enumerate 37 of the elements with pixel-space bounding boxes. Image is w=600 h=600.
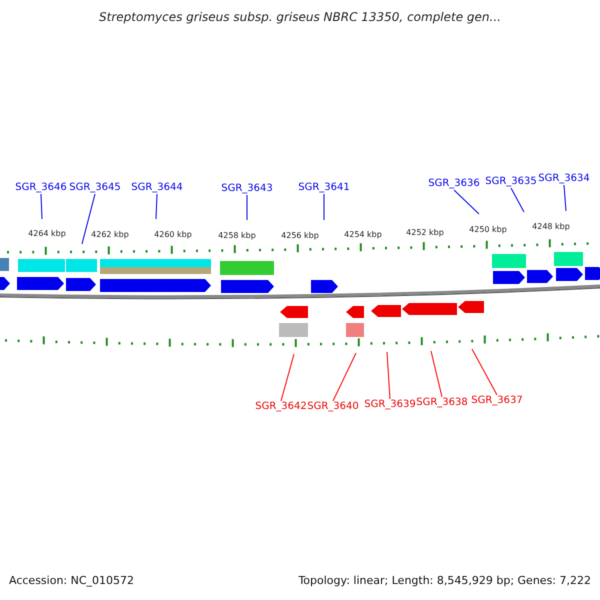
gene-label: SGR_3635 xyxy=(485,177,537,187)
scale-label: 4256 kbp xyxy=(281,232,319,240)
gene-label: SGR_3642 xyxy=(255,402,307,412)
leader-line xyxy=(332,352,356,402)
scale-label: 4252 kbp xyxy=(406,229,444,237)
scale-label: 4248 kbp xyxy=(532,223,570,231)
leader-line xyxy=(564,184,566,212)
leader-line xyxy=(430,350,442,398)
leader-line xyxy=(280,354,294,402)
gene-label: SGR_3637 xyxy=(471,396,523,406)
gene-label: SGR_3639 xyxy=(364,400,416,410)
leader-line xyxy=(246,194,248,220)
gene-label: SGR_3645 xyxy=(69,183,121,193)
title: Streptomyces griseus subsp. griseus NBRC 13350, complete gen... xyxy=(99,11,501,23)
gene-label: SGR_3644 xyxy=(131,183,183,193)
scale-label: 4260 kbp xyxy=(154,231,192,239)
leader-line xyxy=(454,190,480,214)
gene-label: SGR_3638 xyxy=(416,398,468,408)
gene-label: SGR_3634 xyxy=(538,174,590,184)
leader-line xyxy=(510,188,524,212)
leader-line xyxy=(386,352,390,400)
leader-line xyxy=(40,194,42,220)
scale-label: 4264 kbp xyxy=(28,230,66,238)
scale-label: 4254 kbp xyxy=(344,231,382,239)
gene-label: SGR_3643 xyxy=(221,184,273,194)
leader-line xyxy=(472,348,498,396)
accession-text: Accession: NC_010572 xyxy=(9,575,134,586)
leader-line xyxy=(156,194,158,220)
gene-label: SGR_3640 xyxy=(307,402,359,412)
scale-label: 4262 kbp xyxy=(91,231,129,239)
gene-label: SGR_3636 xyxy=(428,179,480,189)
genome-summary-text: Topology: linear; Length: 8,545,929 bp; Genes: 7,222 xyxy=(298,575,591,586)
gene-label: SGR_3646 xyxy=(15,183,67,193)
scale-label: 4250 kbp xyxy=(469,226,507,234)
gene-label: SGR_3641 xyxy=(298,183,350,193)
scale-label: 4258 kbp xyxy=(218,232,256,240)
leader-line xyxy=(82,194,96,244)
